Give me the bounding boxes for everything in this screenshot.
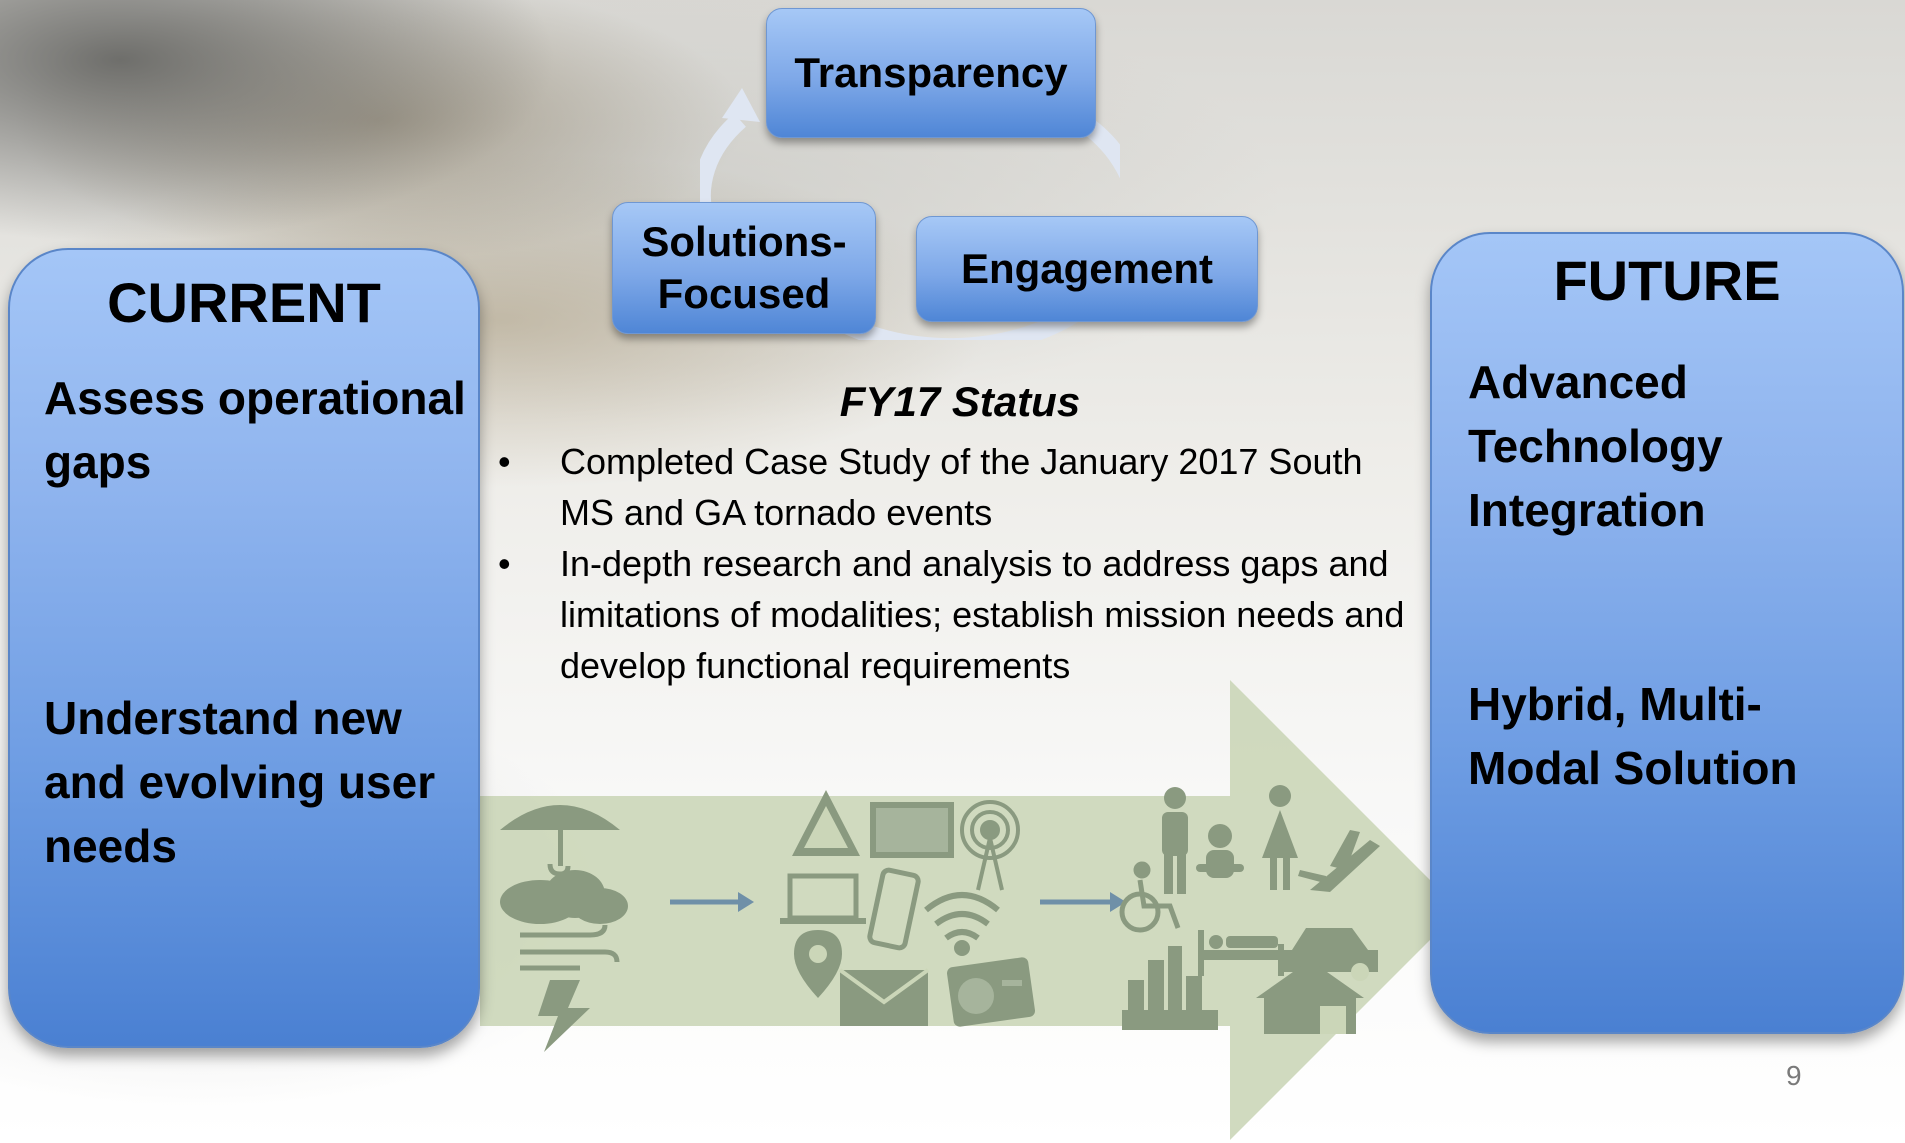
laptop-icon	[780, 873, 866, 924]
radio-icon	[947, 957, 1035, 1027]
cycle-arrowhead	[722, 88, 760, 122]
status-list: Completed Case Study of the January 2017…	[498, 436, 1418, 691]
lightning-icon	[538, 980, 590, 1052]
future-title: FUTURE	[1553, 249, 1781, 312]
broadcast-tower-icon	[960, 800, 1020, 891]
cycle-transparency: Transparency	[766, 8, 1096, 138]
cycle-engagement: Engagement	[916, 216, 1258, 322]
man-icon	[1162, 787, 1188, 894]
wind-icon	[520, 924, 620, 971]
future-box: FUTURE Advanced Technology Integration H…	[1430, 232, 1904, 1034]
cycle-transparency-label: Transparency	[794, 49, 1068, 96]
arrow-1	[670, 892, 754, 912]
city-icon	[1122, 946, 1218, 1030]
cloud-icon	[500, 870, 628, 924]
future-item: Advanced Technology Integration	[1468, 356, 1723, 536]
status-bullet: In-depth research and analysis to addres…	[498, 538, 1418, 691]
wheelchair-icon	[1119, 861, 1181, 933]
cycle-solutions-label: Solutions- Focused	[641, 218, 847, 317]
woman-icon	[1262, 785, 1298, 890]
future-item: Hybrid, Multi-Modal Solution	[1468, 678, 1798, 794]
baby-icon	[1196, 824, 1244, 878]
current-box: CURRENT Assess operational gaps Understa…	[8, 248, 480, 1048]
cycle-solutions-focused: Solutions- Focused	[612, 202, 876, 334]
status-bullet: Completed Case Study of the January 2017…	[498, 436, 1418, 538]
warning-triangle-icon	[792, 790, 860, 856]
arrow-2	[1040, 892, 1126, 912]
tv-icon	[870, 802, 954, 858]
cycle-engagement-label: Engagement	[960, 245, 1214, 292]
current-title: CURRENT	[107, 271, 381, 334]
farm-icon	[1256, 960, 1364, 1034]
current-item: Assess operational gaps	[44, 372, 466, 488]
page-number: 9	[1786, 1060, 1802, 1091]
airplane-icon	[1298, 830, 1380, 892]
mail-icon	[838, 968, 930, 1026]
current-item: Understand new and evolving user needs	[44, 692, 436, 872]
location-pin-icon	[794, 930, 842, 998]
bed-icon	[1198, 930, 1284, 976]
flow-arrow	[480, 680, 1460, 1140]
wifi-icon	[924, 892, 1000, 956]
status-title: FY17 Status	[839, 378, 1081, 425]
phone-icon	[867, 867, 921, 951]
